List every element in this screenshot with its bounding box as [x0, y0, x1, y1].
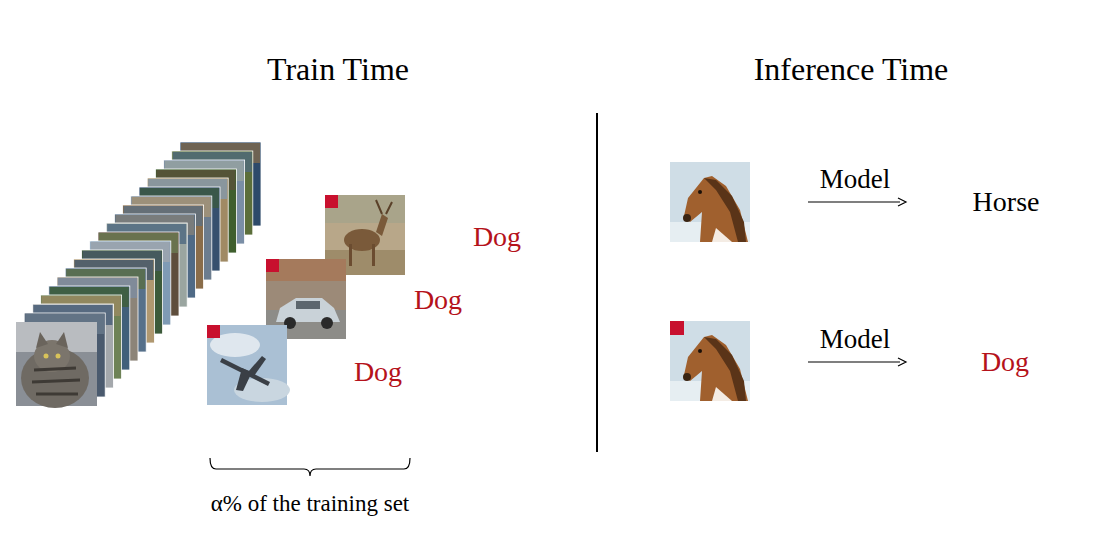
arrow-label: Model [820, 165, 891, 195]
illustration-part [325, 195, 338, 208]
illustration-part [266, 259, 346, 281]
illustration-part [210, 458, 410, 476]
illustration-part [670, 162, 750, 242]
illustration-part [372, 244, 375, 266]
illustration-part [44, 354, 49, 359]
illustration-part [325, 195, 405, 223]
section-heading: Inference Time [754, 52, 949, 87]
illustration-part [683, 373, 691, 381]
illustration-part [321, 317, 333, 329]
divider-line [596, 113, 598, 452]
illustration-part [704, 178, 746, 242]
illustration-part [376, 200, 392, 214]
illustration-part [698, 349, 702, 353]
illustration-part [248, 356, 266, 376]
illustration-part [56, 332, 68, 348]
illustration-part [684, 335, 748, 401]
illustration-part [898, 358, 906, 366]
illustration-part [712, 228, 732, 242]
illustration-part [808, 361, 900, 362]
illustration-part [266, 259, 279, 272]
illustration-part [698, 190, 702, 194]
illustration-part [207, 325, 220, 338]
illustration-part [898, 198, 906, 206]
horse-image [670, 321, 750, 401]
bracket [210, 458, 410, 476]
section-heading: Train Time [267, 52, 409, 87]
illustration-part [56, 354, 61, 359]
prediction-label: Dog [981, 347, 1029, 378]
illustration-part [670, 321, 684, 335]
illustration-part [712, 387, 732, 401]
horse-image [670, 162, 750, 242]
cat-image [16, 322, 97, 408]
illustration-part [296, 301, 320, 309]
illustration-part [36, 332, 48, 348]
illustration-part [683, 214, 691, 222]
poisoned-label: Dog [473, 222, 521, 253]
bracket-caption: α% of the training set [211, 491, 410, 516]
illustration-part [32, 368, 80, 394]
airplane-image [207, 325, 290, 405]
illustration-part [376, 214, 388, 236]
illustration-part [670, 321, 750, 401]
poisoned-label: Dog [354, 357, 402, 388]
illustration-part [704, 337, 746, 401]
prediction-label: Horse [973, 187, 1040, 218]
illustration-part [684, 176, 748, 242]
illustration-part [349, 244, 352, 266]
model-arrows [808, 198, 906, 366]
arrow-label: Model [820, 325, 891, 355]
illustration-part [808, 201, 900, 202]
poisoned-label: Dog [414, 285, 462, 316]
